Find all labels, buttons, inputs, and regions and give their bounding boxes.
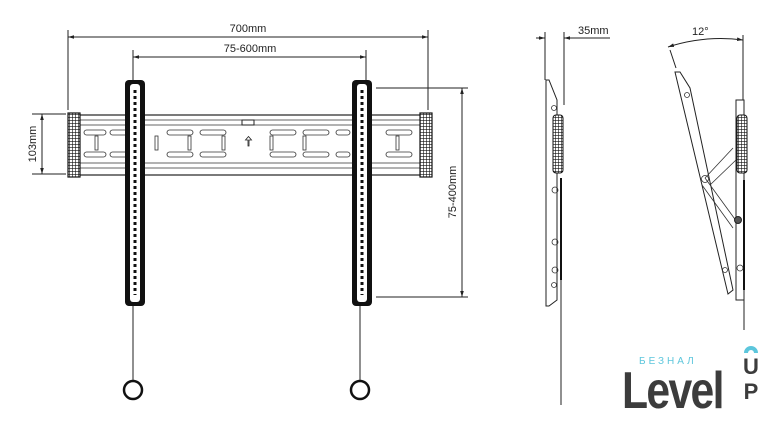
pull-ring-left xyxy=(122,379,144,401)
wall-plate xyxy=(67,112,433,178)
arm-spacing-label: 75-600mm xyxy=(224,43,277,55)
end-cap-left xyxy=(67,112,81,178)
vertical-spacing-label: 75-400mm xyxy=(447,166,459,219)
logo-suffix-u: U xyxy=(743,354,759,379)
end-cap-right xyxy=(419,112,433,178)
depth-label: 35mm xyxy=(578,25,609,37)
plate-height-label: 103mm xyxy=(27,126,39,163)
plate-height-dimension: 103mm xyxy=(27,113,66,175)
left-arm xyxy=(122,80,145,401)
pull-ring-right xyxy=(349,379,371,401)
logo-brand: Level xyxy=(622,362,724,420)
arm-spacing-dimension: 75-600mm xyxy=(132,43,367,80)
tilt-angle-label: 12° xyxy=(692,26,709,38)
side-view-flat: 35mm xyxy=(536,25,610,405)
up-arrow-icon xyxy=(244,135,253,147)
logo-subtitle: БЕЗНАЛ xyxy=(639,356,697,367)
right-arm xyxy=(349,80,372,401)
side-view-tilted: 12° xyxy=(667,26,748,330)
overall-width-label: 700mm xyxy=(230,23,267,35)
overall-width-dimension: 700mm xyxy=(67,23,429,110)
logo-suffix-p: P xyxy=(743,379,759,404)
vertical-spacing-dimension: 75-400mm xyxy=(376,87,468,298)
